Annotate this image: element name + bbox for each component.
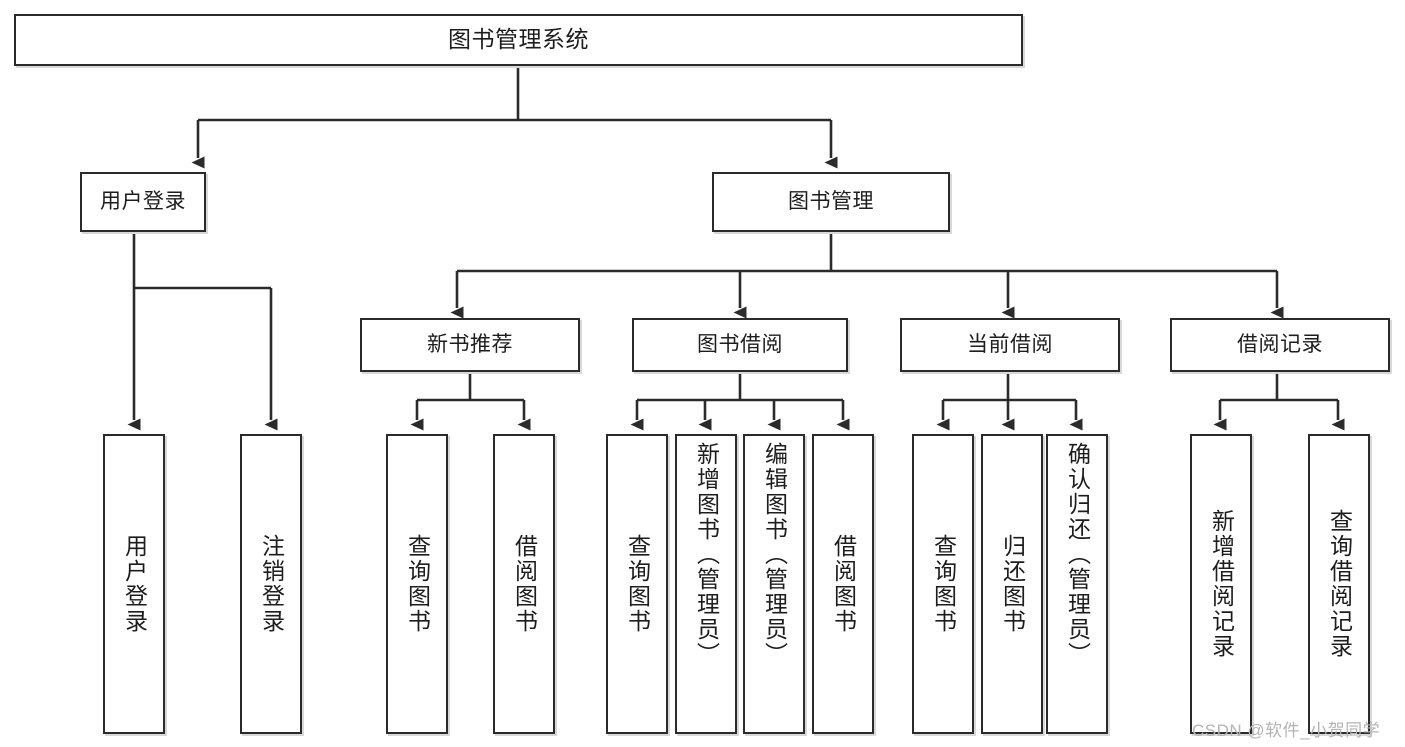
leaf-current-borrow-confirm-return[interactable]: 确认归还（管理员）	[1046, 434, 1108, 734]
leaf-borrow-record-add-label: 新增借阅记录	[1208, 509, 1235, 659]
node-book-management[interactable]: 图书管理	[712, 172, 950, 232]
leaf-user-login-logout-label: 注销登录	[258, 534, 285, 634]
leaf-current-borrow-confirm-return-label: 确认归还（管理员）	[1064, 442, 1091, 667]
node-new-book-recommend[interactable]: 新书推荐	[360, 318, 580, 372]
leaf-book-borrow-borrow-label: 借阅图书	[830, 534, 857, 634]
node-current-borrow[interactable]: 当前借阅	[900, 318, 1120, 372]
node-user-login-label: 用户登录	[100, 190, 186, 214]
leaf-user-login-logout[interactable]: 注销登录	[240, 434, 302, 734]
leaf-book-borrow-query-label: 查询图书	[624, 534, 651, 634]
leaf-new-book-borrow-label: 借阅图书	[511, 534, 538, 634]
leaf-borrow-record-query[interactable]: 查询借阅记录	[1308, 434, 1370, 734]
leaf-current-borrow-query[interactable]: 查询图书	[912, 434, 974, 734]
node-book-borrow-label: 图书借阅	[697, 333, 783, 357]
leaf-borrow-record-query-label: 查询借阅记录	[1326, 509, 1353, 659]
node-root-book-management-system[interactable]: 图书管理系统	[14, 14, 1023, 66]
node-current-borrow-label: 当前借阅	[967, 333, 1053, 357]
leaf-new-book-borrow[interactable]: 借阅图书	[493, 434, 555, 734]
leaf-book-borrow-borrow[interactable]: 借阅图书	[812, 434, 874, 734]
node-new-book-recommend-label: 新书推荐	[427, 333, 513, 357]
node-user-login[interactable]: 用户登录	[80, 172, 206, 232]
node-root-label: 图书管理系统	[448, 26, 589, 53]
leaf-book-borrow-edit-label: 编辑图书（管理员）	[761, 442, 788, 667]
leaf-borrow-record-add[interactable]: 新增借阅记录	[1190, 434, 1252, 734]
node-book-management-label: 图书管理	[788, 190, 874, 214]
leaf-current-borrow-return[interactable]: 归还图书	[981, 434, 1043, 734]
leaf-current-borrow-return-label: 归还图书	[999, 534, 1026, 634]
leaf-new-book-query-label: 查询图书	[404, 534, 431, 634]
leaf-book-borrow-edit[interactable]: 编辑图书（管理员）	[743, 434, 805, 734]
leaf-new-book-query[interactable]: 查询图书	[386, 434, 448, 734]
leaf-book-borrow-query[interactable]: 查询图书	[606, 434, 668, 734]
leaf-book-borrow-add[interactable]: 新增图书（管理员）	[675, 434, 737, 734]
leaf-user-login-login[interactable]: 用户登录	[103, 434, 165, 734]
leaf-book-borrow-add-label: 新增图书（管理员）	[693, 442, 720, 667]
leaf-current-borrow-query-label: 查询图书	[930, 534, 957, 634]
node-book-borrow[interactable]: 图书借阅	[632, 318, 848, 372]
node-borrow-record-label: 借阅记录	[1237, 333, 1323, 357]
node-borrow-record[interactable]: 借阅记录	[1170, 318, 1390, 372]
leaf-user-login-login-label: 用户登录	[121, 534, 148, 634]
